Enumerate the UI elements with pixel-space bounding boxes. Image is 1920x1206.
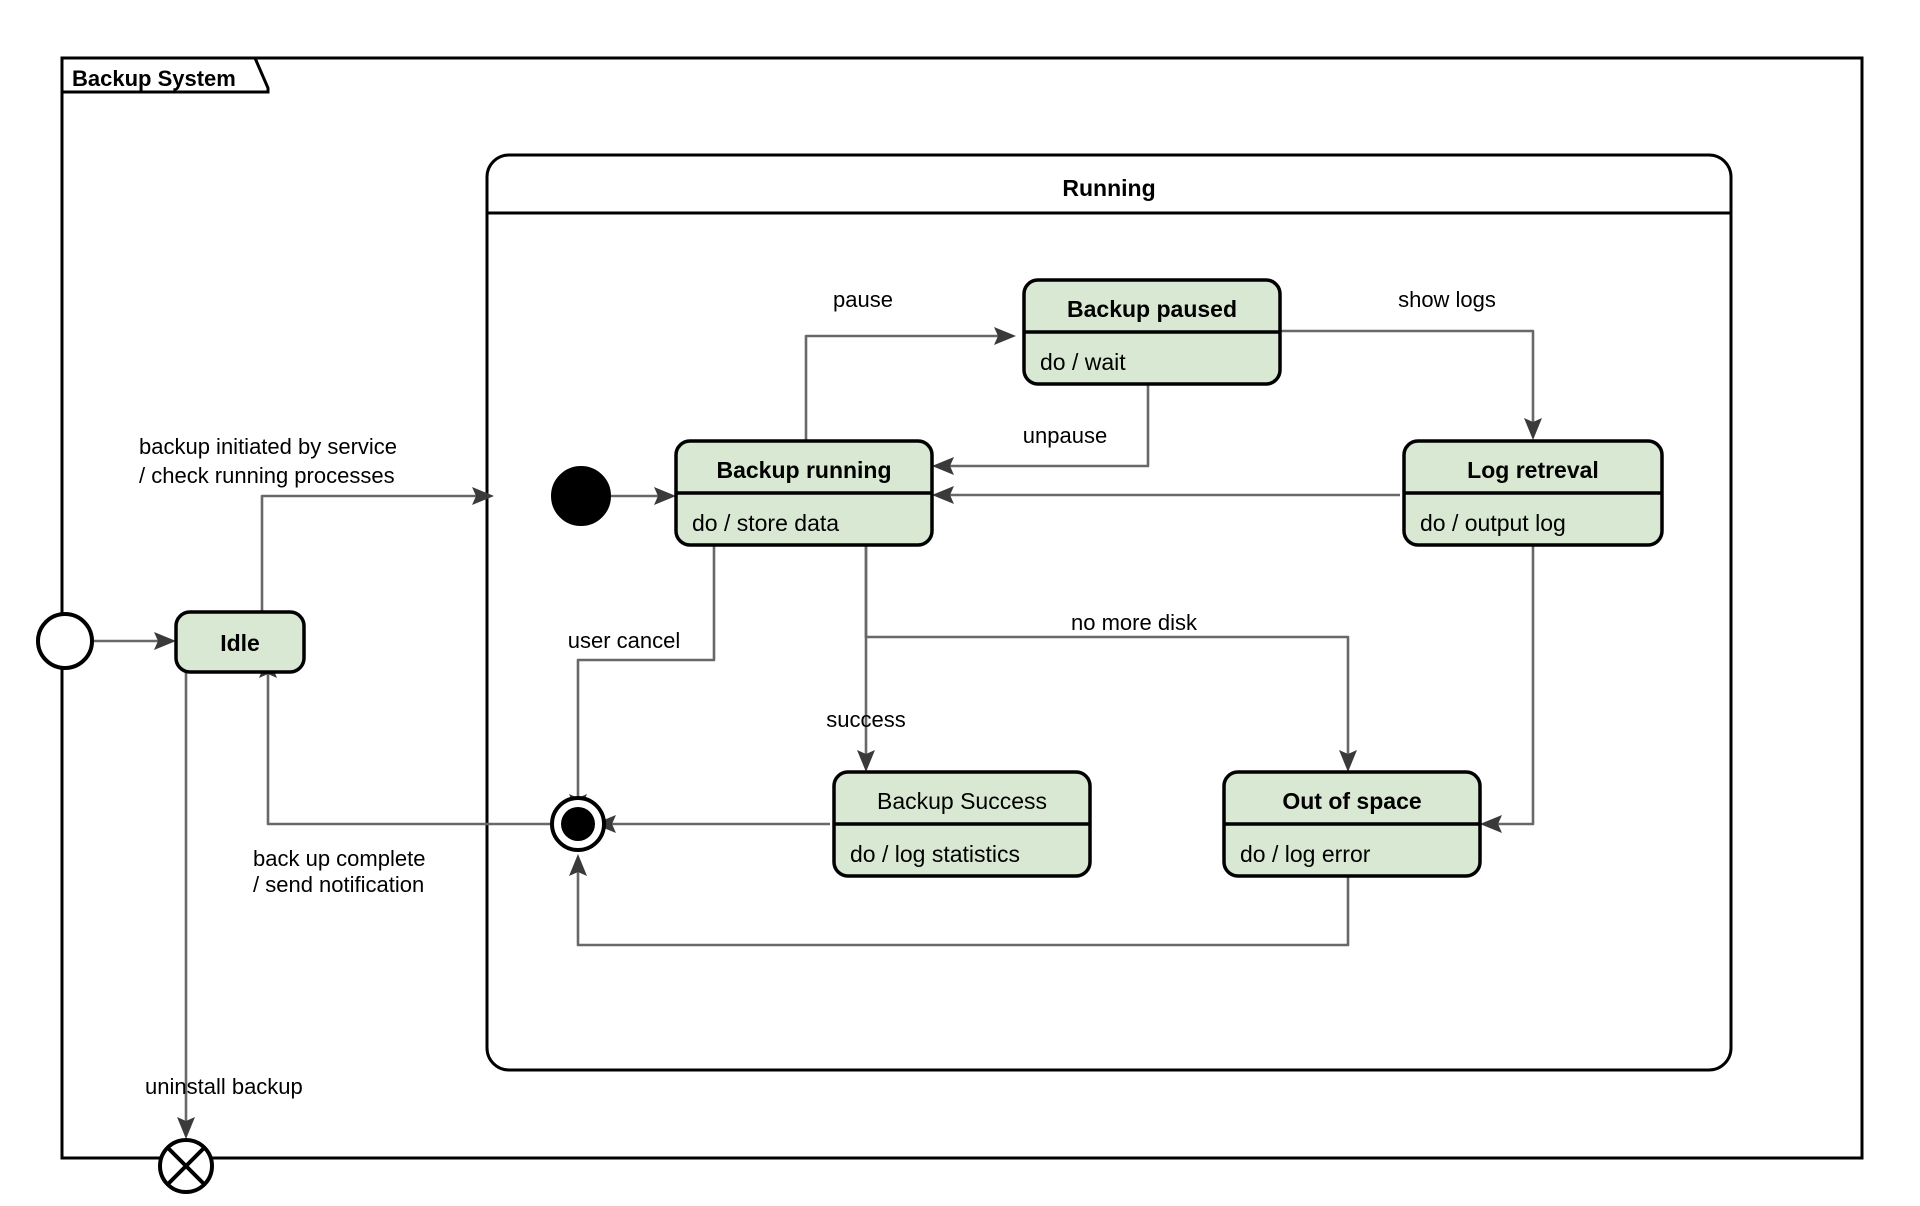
label-back-up-complete-line2: / send notification: [253, 872, 424, 897]
state-activity-label: do / log error: [1240, 841, 1371, 867]
arrowhead: [932, 457, 954, 475]
label-pause: pause: [833, 287, 893, 312]
edge-line: [1280, 329, 1535, 424]
terminate-cross-icon: [166, 1146, 206, 1186]
label-unpause: unpause: [1023, 423, 1107, 448]
initial-solid-circle: [551, 466, 611, 526]
label-backup-initiated-line1: backup initiated by service: [139, 434, 397, 459]
label-show-logs: show logs: [1398, 287, 1496, 312]
state-activity-label: do / wait: [1040, 349, 1126, 375]
edge-line: [576, 870, 1350, 947]
arrowhead: [569, 854, 587, 876]
state-title-label: Log retreval: [1467, 457, 1599, 483]
frame-title-label: Backup System: [72, 66, 236, 91]
edge-idle-to-terminate[interactable]: [177, 672, 195, 1139]
frame-border: [60, 56, 1864, 1160]
arrowhead: [994, 327, 1016, 345]
arrowhead: [1524, 418, 1542, 440]
arrowhead: [932, 486, 954, 504]
edge-start-to-idle[interactable]: [92, 632, 176, 650]
state-title-label: Out of space: [1282, 788, 1421, 814]
arrowhead: [654, 487, 676, 505]
initial-pseudostate-running[interactable]: [551, 466, 611, 526]
terminate-node[interactable]: [158, 1138, 214, 1194]
state-activity-label: do / store data: [692, 510, 839, 536]
edge-line: [948, 385, 1150, 468]
label-backup-initiated-line2: / check running processes: [139, 463, 395, 488]
edge-show-logs[interactable]: [1280, 329, 1542, 440]
initial-circle: [36, 612, 94, 670]
arrowhead: [1339, 750, 1357, 772]
initial-pseudostate-outer[interactable]: [36, 612, 94, 670]
state-backup-success[interactable]: Backup Success do / log statistics: [832, 770, 1092, 878]
final-state-running[interactable]: [550, 796, 606, 852]
frame-tab-shape: [60, 56, 270, 94]
edge-logretreval-to-outofspace[interactable]: [1480, 545, 1535, 833]
transition-edges: [92, 327, 1542, 1139]
state-box: [174, 610, 306, 674]
arrowhead: [472, 487, 494, 505]
state-backup-running[interactable]: Backup running do / store data: [674, 439, 934, 547]
state-title-label: Backup Success: [877, 788, 1047, 814]
arrowhead: [154, 632, 176, 650]
arrowhead: [177, 1117, 195, 1139]
transition-labels: backup initiated by service / check runn…: [139, 287, 1496, 1099]
edge-line: [864, 545, 1350, 756]
system-frame: Backup System: [60, 56, 1864, 1160]
edge-init-to-backup-running[interactable]: [611, 487, 676, 505]
label-uninstall-backup: uninstall backup: [145, 1074, 303, 1099]
edge-no-more-disk[interactable]: [864, 545, 1357, 772]
label-success: success: [826, 707, 905, 732]
edge-line: [260, 494, 478, 636]
state-backup-paused[interactable]: Backup paused do / wait: [1022, 278, 1282, 386]
state-log-retreval[interactable]: Log retreval do / output log: [1402, 439, 1664, 547]
label-user-cancel: user cancel: [568, 628, 681, 653]
composite-title-label: Running: [1062, 175, 1155, 201]
label-back-up-complete-line1: back up complete: [253, 846, 425, 871]
edge-idle-to-running[interactable]: [260, 487, 494, 636]
edge-line: [804, 334, 1000, 441]
state-activity-label: do / output log: [1420, 510, 1566, 536]
edge-unpause[interactable]: [932, 385, 1150, 475]
arrowhead: [1480, 815, 1502, 833]
state-title-label: Backup running: [716, 457, 891, 483]
arrowhead: [857, 750, 875, 772]
edge-logretreval-to-backup-running[interactable]: [932, 486, 1400, 504]
label-no-more-disk: no more disk: [1071, 610, 1198, 635]
state-title-label: Idle: [220, 630, 260, 656]
edge-line: [266, 672, 556, 826]
edge-line: [576, 545, 716, 800]
state-idle[interactable]: Idle: [174, 610, 306, 674]
state-activity-label: do / log statistics: [850, 841, 1020, 867]
final-inner-dot: [561, 807, 595, 841]
state-out-of-space[interactable]: Out of space do / log error: [1222, 770, 1482, 878]
state-title-label: Backup paused: [1067, 296, 1237, 322]
edge-line: [1496, 545, 1535, 826]
edge-outofspace-to-final[interactable]: [569, 854, 1350, 947]
edge-pause[interactable]: [804, 327, 1016, 441]
